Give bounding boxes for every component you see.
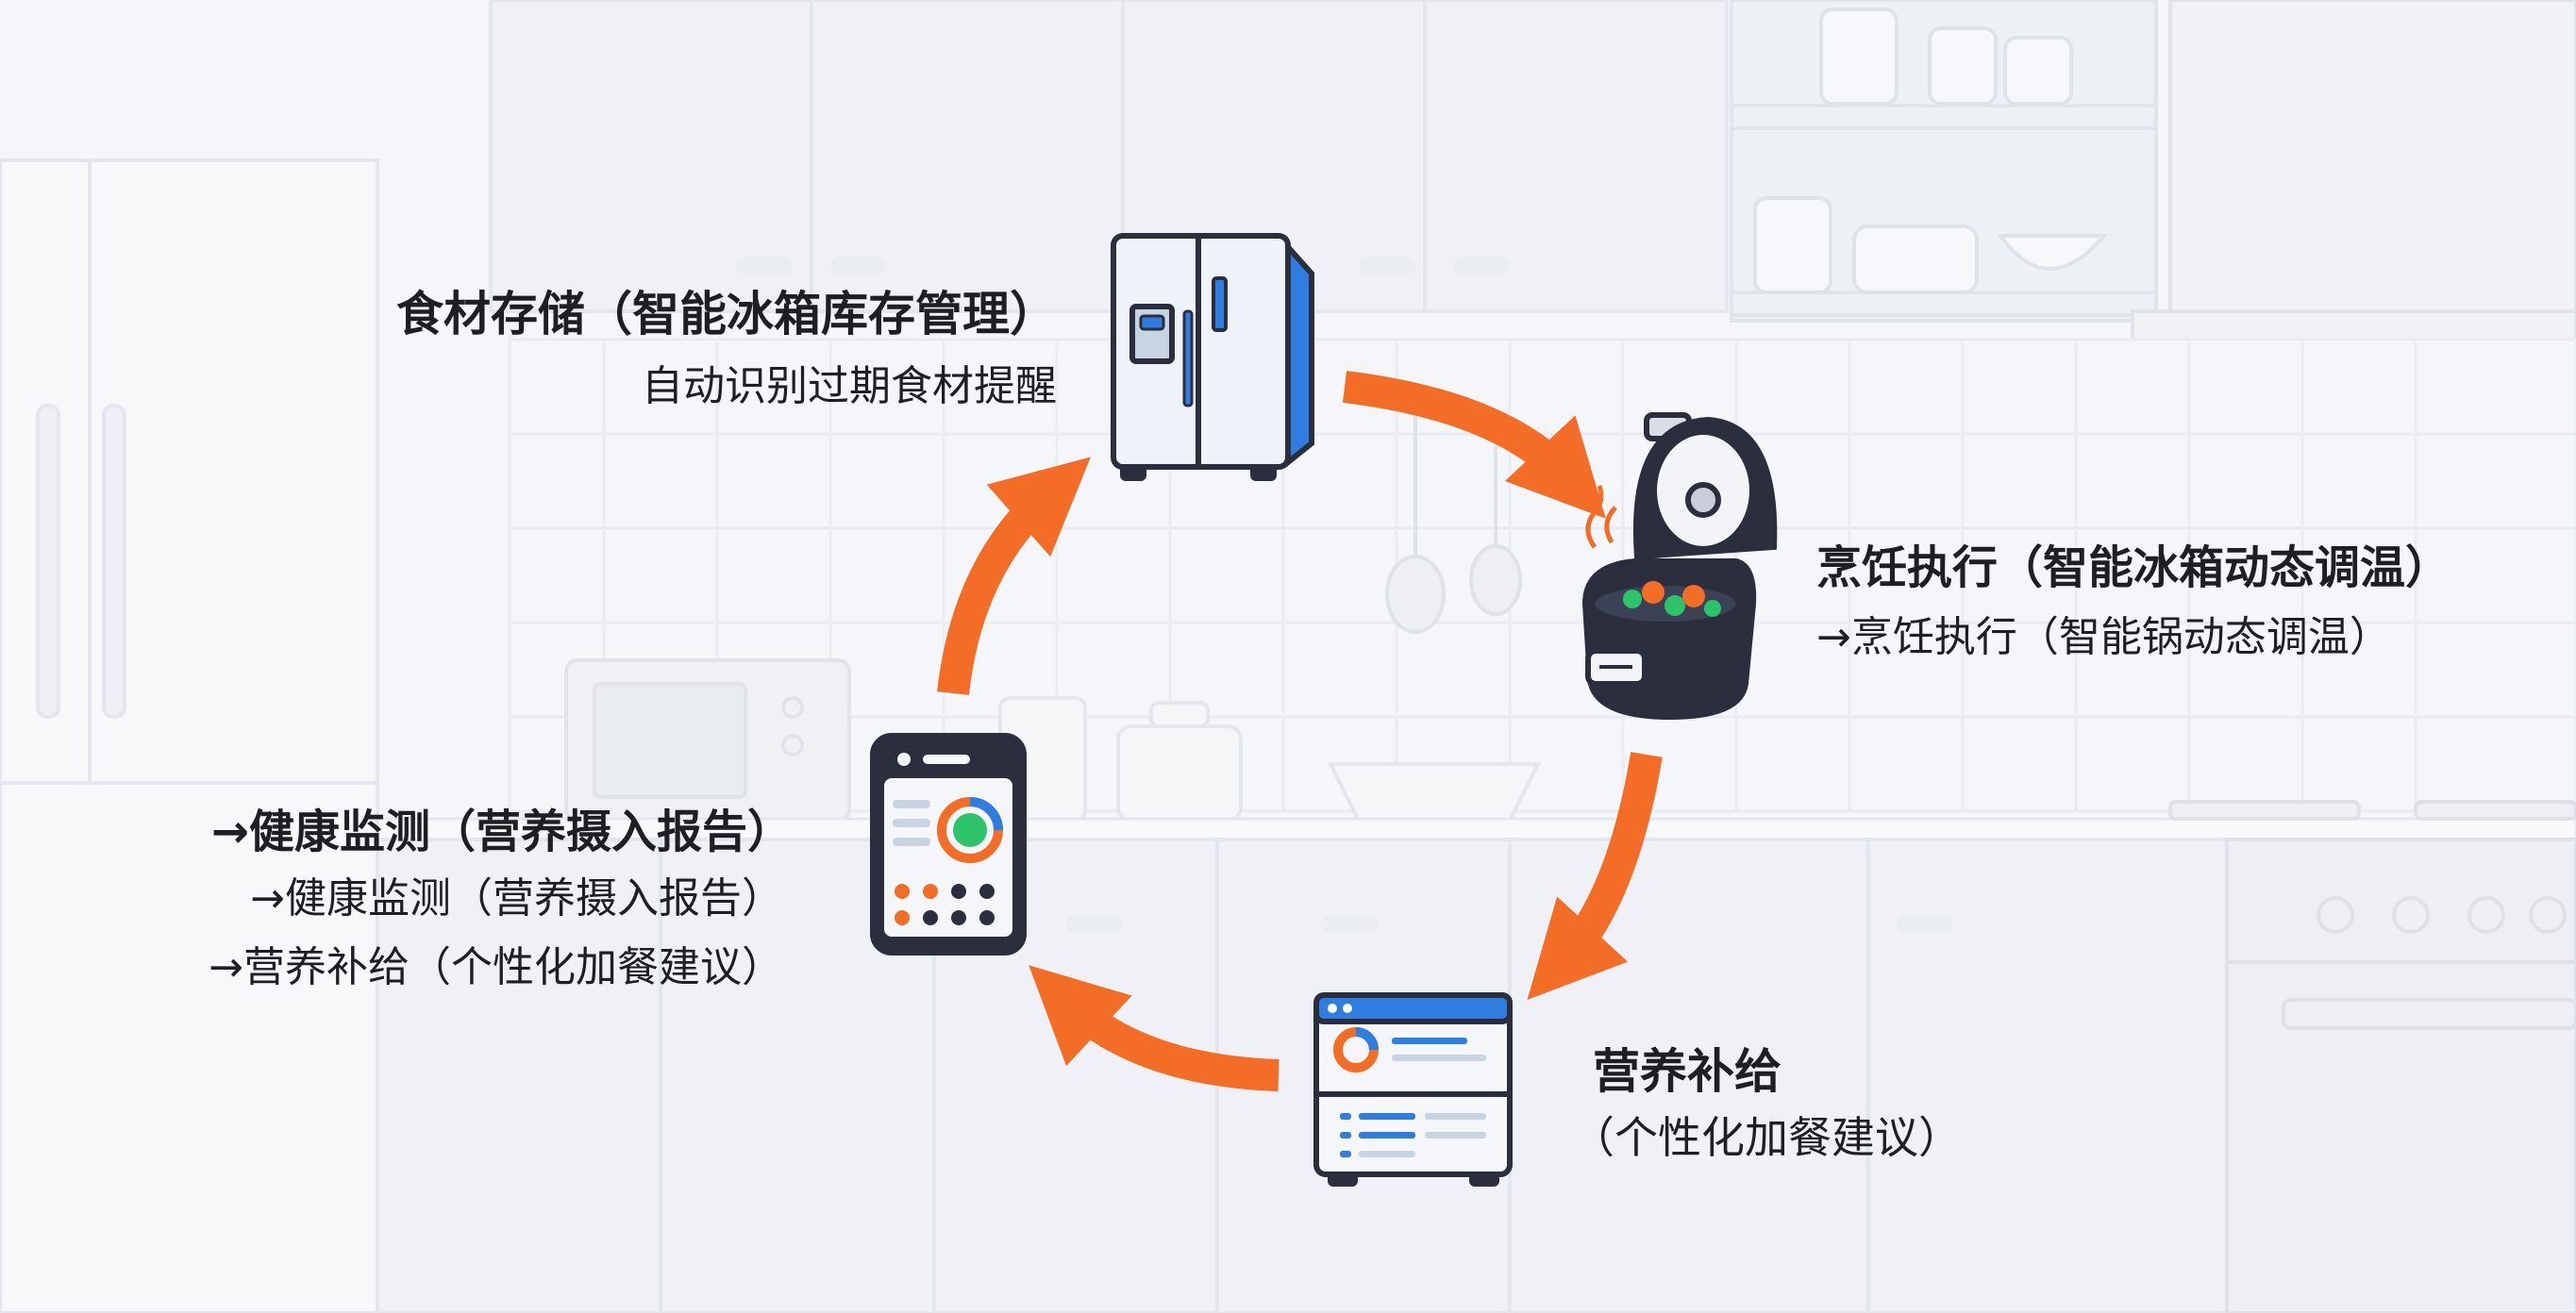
- cooking-title: 烹饪执行（智能冰箱动态调温）: [1816, 541, 2451, 594]
- arrow-nutrition-to-health: [1029, 965, 1280, 1091]
- health-line2: →健康监测（营养摄入报告）: [250, 874, 783, 922]
- nutrition-title: 营养补给: [1593, 1044, 1781, 1099]
- arrow-cooking-to-nutrition: [1527, 752, 1663, 1000]
- rice-cooker-icon: [1581, 412, 1778, 721]
- storage-subtitle: 自动识别过期食材提醒: [642, 362, 1057, 410]
- arrow-storage-to-cooking: [1342, 371, 1606, 519]
- health-line3: →营养补给（个性化加餐建议）: [209, 943, 783, 991]
- smartphone-report-icon: [870, 733, 1027, 956]
- nutrition-subtitle: （个性化加餐建议）: [1571, 1112, 1962, 1163]
- health-title: →健康监测（营养摄入报告）: [210, 806, 793, 858]
- cooking-subtitle: →烹饪执行（智能锅动态调温）: [1816, 613, 2391, 661]
- refrigerator-icon: [1111, 233, 1314, 481]
- dashboard-monitor-icon: [1313, 992, 1513, 1187]
- arrow-health-to-storage: [937, 457, 1091, 695]
- storage-title: 食材存储（智能冰箱库存管理）: [396, 287, 1057, 341]
